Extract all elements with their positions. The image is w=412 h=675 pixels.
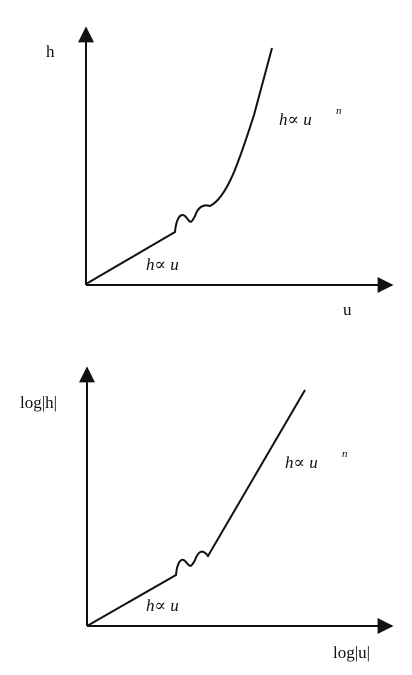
bottom-x-axis-label: log|u| bbox=[333, 643, 370, 662]
top-plot: h u h∝ u h∝ u n bbox=[46, 26, 394, 319]
top-power-exponent: n bbox=[336, 105, 342, 117]
top-power-annotation: h∝ u bbox=[279, 110, 312, 129]
top-y-axis-label: h bbox=[46, 42, 55, 61]
bottom-power-exponent: n bbox=[342, 448, 348, 460]
top-curve bbox=[85, 47, 273, 285]
bottom-y-axis-label: log|h| bbox=[20, 393, 57, 412]
bottom-linear-annotation: h∝ u bbox=[146, 596, 179, 615]
top-x-axis-label: u bbox=[343, 300, 352, 319]
bottom-curve bbox=[86, 389, 306, 627]
bottom-plot: log|h| log|u| h∝ u h∝ u n bbox=[20, 366, 394, 662]
top-linear-annotation: h∝ u bbox=[146, 255, 179, 274]
bottom-power-annotation: h∝ u bbox=[285, 453, 318, 472]
